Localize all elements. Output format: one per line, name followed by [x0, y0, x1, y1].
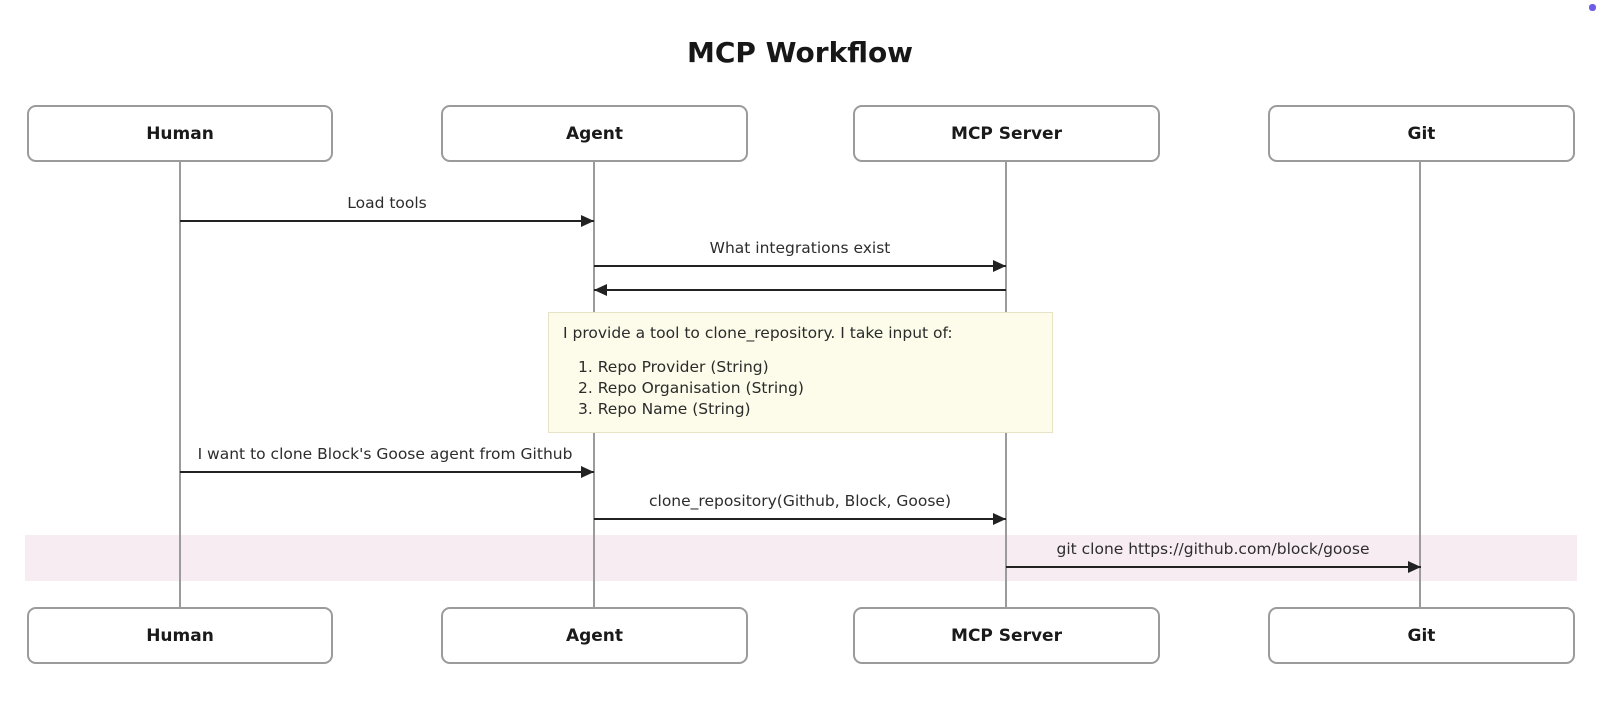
note-item: 1. Repo Provider (String) [578, 358, 769, 376]
message-label-want-to-clone: I want to clone Block's Goose agent from… [197, 445, 573, 463]
actor-git-top: Git [1268, 105, 1575, 162]
message-line [594, 289, 1006, 291]
message-line [180, 471, 594, 473]
lifeline-git [1419, 162, 1421, 608]
actor-label: MCP Server [951, 625, 1062, 646]
actor-mcp-server-top: MCP Server [853, 105, 1160, 162]
actor-label: Human [146, 625, 214, 646]
actor-label: MCP Server [951, 123, 1062, 144]
actor-git-bottom: Git [1268, 607, 1575, 664]
message-line [594, 265, 1006, 267]
diagram-title: MCP Workflow [686, 36, 914, 69]
note-item: 2. Repo Organisation (String) [578, 379, 804, 397]
lifeline-human [179, 162, 181, 608]
actor-human-bottom: Human [27, 607, 333, 664]
arrowhead-right-icon [581, 215, 594, 227]
message-label-what-integrations: What integrations exist [709, 239, 891, 257]
arrowhead-right-icon [993, 260, 1006, 272]
actor-label: Git [1407, 123, 1436, 144]
actor-label: Agent [565, 123, 624, 144]
message-line [594, 518, 1006, 520]
message-label-git-clone: git clone https://github.com/block/goose [1056, 540, 1370, 558]
actor-agent-bottom: Agent [441, 607, 748, 664]
actor-label: Git [1407, 625, 1436, 646]
actor-human-top: Human [27, 105, 333, 162]
note-intro: I provide a tool to clone_repository. I … [563, 324, 953, 342]
arrowhead-right-icon [1408, 561, 1421, 573]
arrowhead-left-icon [594, 284, 607, 296]
message-line [1006, 566, 1421, 568]
actor-label: Agent [565, 625, 624, 646]
arrowhead-right-icon [581, 466, 594, 478]
actor-mcp-server-bottom: MCP Server [853, 607, 1160, 664]
arrowhead-right-icon [993, 513, 1006, 525]
message-line [180, 220, 594, 222]
note-list: 1. Repo Provider (String) 2. Repo Organi… [563, 357, 1038, 420]
message-label-load-tools: Load tools [347, 194, 427, 212]
note-clone-repository-tool: I provide a tool to clone_repository. I … [548, 312, 1053, 433]
message-label-clone-repository-call: clone_repository(Github, Block, Goose) [649, 492, 951, 510]
actor-label: Human [146, 123, 214, 144]
highlight-band [25, 535, 1577, 581]
corner-dot-icon [1589, 4, 1596, 11]
note-item: 3. Repo Name (String) [578, 400, 751, 418]
actor-agent-top: Agent [441, 105, 748, 162]
